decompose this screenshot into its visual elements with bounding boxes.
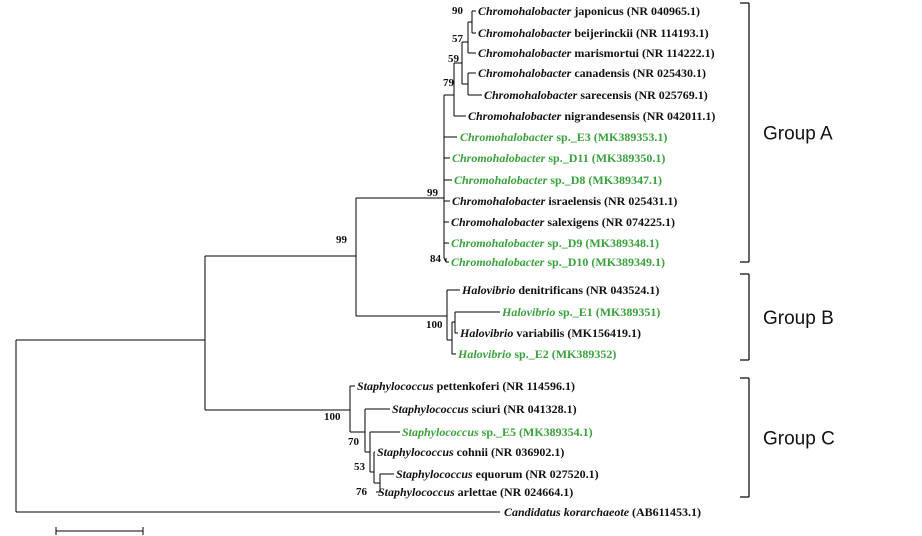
leaf-genus: Halovibrio bbox=[501, 305, 555, 319]
leaf-genus: Chromohalobacter bbox=[460, 130, 554, 144]
bootstrap-value: 53 bbox=[354, 461, 366, 473]
group-brackets: Group A Group B Group C bbox=[740, 2, 835, 498]
leaf-label: Chromohalobacter salexigens (NR 074225.1… bbox=[451, 215, 675, 229]
leaf-genus: Halovibrio bbox=[461, 283, 515, 297]
leaf-label: Staphylococcus cohnii (NR 036902.1) bbox=[377, 445, 564, 459]
leaf-labels: Chromohalobacter japonicus (NR 040965.1)… bbox=[357, 4, 715, 519]
leaf-accession: sarecensis (NR 025769.1) bbox=[577, 88, 707, 102]
leaf-accession: nigrandesensis (NR 042011.1) bbox=[561, 109, 715, 123]
leaf-label: Chromohalobacter japonicus (NR 040965.1) bbox=[478, 4, 700, 18]
leaf-label: Chromohalobacter israelensis (NR 025431.… bbox=[452, 194, 677, 208]
bootstrap-value: 90 bbox=[452, 5, 464, 17]
leaf-genus: Chromohalobacter bbox=[452, 151, 546, 165]
leaf-accession: equorum (NR 027520.1) bbox=[473, 467, 599, 481]
leaf-accession: marismortui (NR 114222.1) bbox=[571, 46, 714, 60]
leaf-accession: sciuri (NR 041328.1) bbox=[469, 402, 577, 416]
leaf-label: Chromohalobacter sarecensis (NR 025769.1… bbox=[484, 88, 708, 102]
leaf-genus: Chromohalobacter bbox=[478, 46, 572, 60]
bootstrap-value: 57 bbox=[452, 33, 464, 45]
leaf-label: Halovibrio sp._E1 (MK389351) bbox=[501, 305, 660, 319]
leaf-genus: Chromohalobacter bbox=[451, 255, 545, 269]
bootstrap-value: 76 bbox=[356, 486, 368, 498]
tree-branch bbox=[443, 257, 447, 263]
leaf-accession: sp._D8 (MK389347.1) bbox=[547, 173, 662, 187]
bootstrap-value: 99 bbox=[427, 187, 439, 199]
leaf-genus: Halovibrio bbox=[457, 347, 511, 361]
leaf-label: Chromohalobacter sp._D11 (MK389350.1) bbox=[452, 151, 665, 165]
leaf-label: Chromohalobacter sp._D9 (MK389348.1) bbox=[451, 236, 659, 250]
leaf-genus: Candidatus korarchaeote bbox=[504, 505, 630, 519]
leaf-label: Chromohalobacter nigrandesensis (NR 0420… bbox=[468, 109, 715, 123]
leaf-accession: sp._D10 (MK389349.1) bbox=[544, 255, 665, 269]
leaf-label: Staphylococcus pettenkoferi (NR 114596.1… bbox=[357, 379, 575, 393]
bootstrap-value: 99 bbox=[336, 234, 348, 246]
leaf-label: Halovibrio denitrificans (NR 043524.1) bbox=[461, 283, 659, 297]
tree-branches bbox=[15, 10, 500, 535]
group-label: Group A bbox=[763, 124, 833, 145]
leaf-label: Candidatus korarchaeote (AB611453.1) bbox=[504, 505, 701, 519]
leaf-accession: sp._E2 (MK389352) bbox=[511, 347, 616, 361]
leaf-accession: japonicus (NR 040965.1) bbox=[571, 4, 700, 18]
bootstrap-value: 70 bbox=[348, 436, 360, 448]
leaf-accession: sp._D9 (MK389348.1) bbox=[544, 236, 659, 250]
leaf-accession: cohnii (NR 036902.1) bbox=[454, 445, 565, 459]
leaf-genus: Chromohalobacter bbox=[468, 109, 562, 123]
bootstrap-value: 100 bbox=[426, 319, 443, 331]
leaf-label: Chromohalobacter sp._E3 (MK389353.1) bbox=[460, 130, 667, 144]
leaf-accession: sp._D11 (MK389350.1) bbox=[545, 151, 665, 165]
leaf-genus: Chromohalobacter bbox=[451, 236, 545, 250]
leaf-accession: israelensis (NR 025431.1) bbox=[545, 194, 677, 208]
leaf-accession: (AB611453.1) bbox=[629, 505, 701, 519]
group-label: Group B bbox=[763, 308, 834, 329]
leaf-accession: variabilis (MK156419.1) bbox=[513, 326, 641, 340]
leaf-label: Staphylococcus arlettae (NR 024664.1) bbox=[378, 485, 573, 499]
leaf-label: Staphylococcus sciuri (NR 041328.1) bbox=[392, 402, 577, 416]
leaf-genus: Chromohalobacter bbox=[452, 194, 546, 208]
leaf-label: Halovibrio sp._E2 (MK389352) bbox=[457, 347, 616, 361]
leaf-label: Chromohalobacter canadensis (NR 025430.1… bbox=[478, 66, 706, 80]
leaf-genus: Staphylococcus bbox=[402, 425, 479, 439]
leaf-genus: Staphylococcus bbox=[378, 485, 455, 499]
leaf-label: Staphylococcus equorum (NR 027520.1) bbox=[396, 467, 599, 481]
leaf-genus: Chromohalobacter bbox=[478, 4, 572, 18]
leaf-label: Chromohalobacter marismortui (NR 114222.… bbox=[478, 46, 715, 60]
leaf-genus: Staphylococcus bbox=[377, 445, 454, 459]
leaf-label: Chromohalobacter sp._D8 (MK389347.1) bbox=[454, 173, 662, 187]
leaf-genus: Chromohalobacter bbox=[478, 66, 572, 80]
leaf-accession: canadensis (NR 025430.1) bbox=[571, 66, 706, 80]
leaf-accession: sp._E1 (MK389351) bbox=[555, 305, 660, 319]
leaf-label: Halovibrio variabilis (MK156419.1) bbox=[459, 326, 641, 340]
bootstrap-value: 100 bbox=[324, 411, 341, 423]
leaf-label: Staphylococcus sp._E5 (MK389354.1) bbox=[402, 425, 593, 439]
leaf-accession: sp._E3 (MK389353.1) bbox=[553, 130, 667, 144]
leaf-accession: sp._E5 (MK389354.1) bbox=[479, 425, 593, 439]
bootstrap-value: 59 bbox=[448, 53, 460, 65]
leaf-genus: Chromohalobacter bbox=[454, 173, 548, 187]
leaf-accession: arlettae (NR 024664.1) bbox=[455, 485, 574, 499]
bootstrap-values: 90 57 59 79 99 84 99 100 100 70 53 76 bbox=[324, 5, 464, 498]
leaf-genus: Chromohalobacter bbox=[451, 215, 545, 229]
leaf-genus: Staphylococcus bbox=[392, 402, 469, 416]
leaf-label: Chromohalobacter sp._D10 (MK389349.1) bbox=[451, 255, 665, 269]
leaf-genus: Staphylococcus bbox=[357, 379, 434, 393]
leaf-accession: pettenkoferi (NR 114596.1) bbox=[434, 379, 575, 393]
leaf-accession: denitrificans (NR 043524.1) bbox=[515, 283, 659, 297]
bootstrap-value: 79 bbox=[443, 77, 455, 89]
bootstrap-value: 84 bbox=[430, 253, 442, 265]
leaf-genus: Chromohalobacter bbox=[478, 26, 572, 40]
leaf-genus: Halovibrio bbox=[459, 326, 513, 340]
leaf-genus: Chromohalobacter bbox=[484, 88, 578, 102]
leaf-label: Chromohalobacter beijerinckii (NR 114193… bbox=[478, 26, 709, 40]
leaf-genus: Staphylococcus bbox=[396, 467, 473, 481]
leaf-accession: salexigens (NR 074225.1) bbox=[544, 215, 675, 229]
group-label: Group C bbox=[763, 429, 835, 450]
leaf-accession: beijerinckii (NR 114193.1) bbox=[571, 26, 708, 40]
